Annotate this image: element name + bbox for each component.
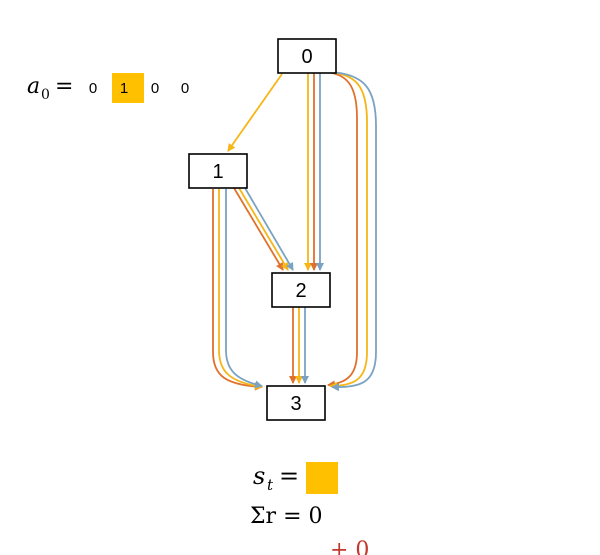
edge-1-to-3-orange <box>218 189 263 390</box>
reward-delta: + 0 <box>330 538 369 555</box>
node-2[interactable]: 2 <box>271 272 331 308</box>
edge-0-to-3-red <box>325 71 358 389</box>
node-2-label: 2 <box>295 280 306 302</box>
edge-0-to-3-blue <box>329 71 377 392</box>
action-vector-value: 0 <box>181 80 189 97</box>
action-vector-symbol: a <box>27 74 40 99</box>
action-vector-subscript: 0 <box>41 87 50 103</box>
state-equals: = <box>279 462 299 490</box>
edge-0-to-1 <box>227 73 283 152</box>
action-vector-value: 0 <box>89 80 97 97</box>
edge-1-to-2-orange <box>238 187 289 271</box>
edge-1-to-2-blue <box>244 187 294 271</box>
edge-1-to-3-red <box>212 189 263 391</box>
action-vector-value: 0 <box>151 80 159 97</box>
edge-1-to-3-blue <box>225 189 263 389</box>
action-vector-equals: = <box>55 74 73 99</box>
node-3[interactable]: 3 <box>266 385 326 421</box>
node-1-label: 1 <box>212 161 223 183</box>
edge-1-to-2-red <box>233 187 284 271</box>
reward-sum: Σr = 0 <box>250 504 323 529</box>
state-subscript: t <box>267 476 274 494</box>
action-vector: a 0 = 0 1 0 0 <box>27 73 189 103</box>
state-symbol: s <box>253 462 265 490</box>
state-display: s t = <box>253 462 338 494</box>
node-0[interactable]: 0 <box>277 38 337 74</box>
action-vector-highlight <box>112 73 144 103</box>
action-vector-value: 1 <box>120 80 128 97</box>
node-1[interactable]: 1 <box>188 153 248 189</box>
edge-0-to-3-orange <box>327 71 368 390</box>
node-0-label: 0 <box>301 46 312 68</box>
node-3-label: 3 <box>290 393 301 415</box>
state-swatch <box>306 462 338 494</box>
